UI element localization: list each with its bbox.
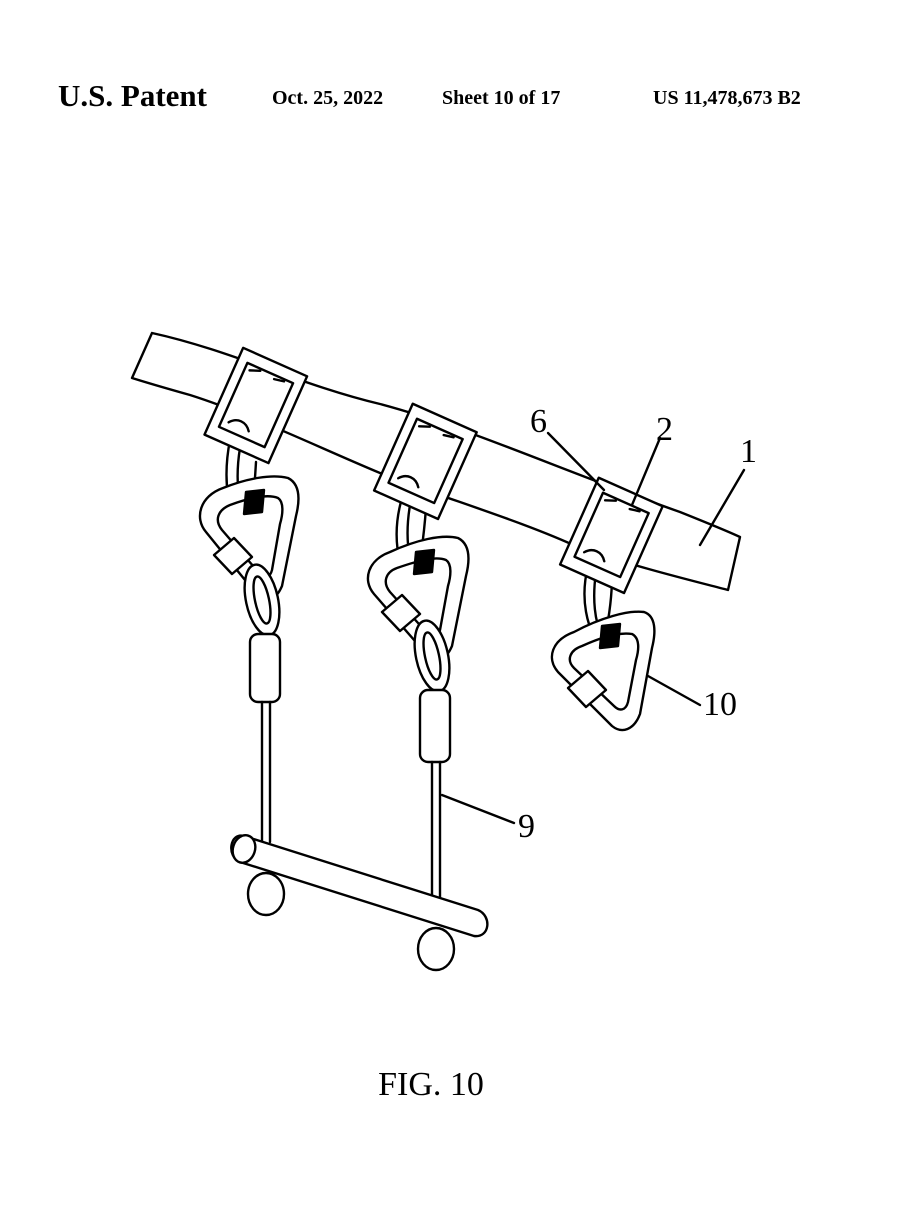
left-lock-block [212,536,254,576]
left-rope-sleeve [248,632,282,704]
leader-line-1 [698,468,746,547]
right-wheel [416,926,456,972]
header-patent-number: US 11,478,673 B2 [653,87,801,109]
left-assembly [198,438,300,844]
figure-label: FIG. 10 [378,1066,484,1103]
right-grip-band [598,622,622,650]
middle-assembly [366,496,470,900]
leader-line-9 [440,793,516,825]
right-lock-block [566,669,608,709]
leader-line-10 [646,674,702,707]
middle-buckle [372,402,478,521]
patent-header: U.S. Patent Oct. 25, 2022 Sheet 10 of 17… [0,78,908,118]
ref-numeral-1: 1 [740,433,757,470]
middle-carabiner [366,535,470,662]
middle-rope [430,760,442,900]
right-assembly [550,564,656,732]
leader-line-6 [546,431,606,492]
header-date: Oct. 25, 2022 [272,87,384,109]
header-title: U.S. Patent [58,78,207,113]
right-buckle [558,476,664,595]
ref-numeral-9: 9 [518,808,535,845]
left-grip-band [242,488,266,516]
left-buckle [203,346,309,465]
middle-grip-band [412,548,436,576]
leader-line-2 [630,436,662,507]
ref-numeral-6: 6 [530,403,547,440]
ref-numeral-10: 10 [703,686,737,723]
left-wheel [246,871,286,917]
header-sheet: Sheet 10 of 17 [442,87,561,109]
handle-bar [230,834,489,938]
ref-numeral-2: 2 [656,411,673,448]
middle-rope-sleeve [418,688,452,764]
middle-lock-block [380,593,422,633]
left-rope [260,700,272,844]
